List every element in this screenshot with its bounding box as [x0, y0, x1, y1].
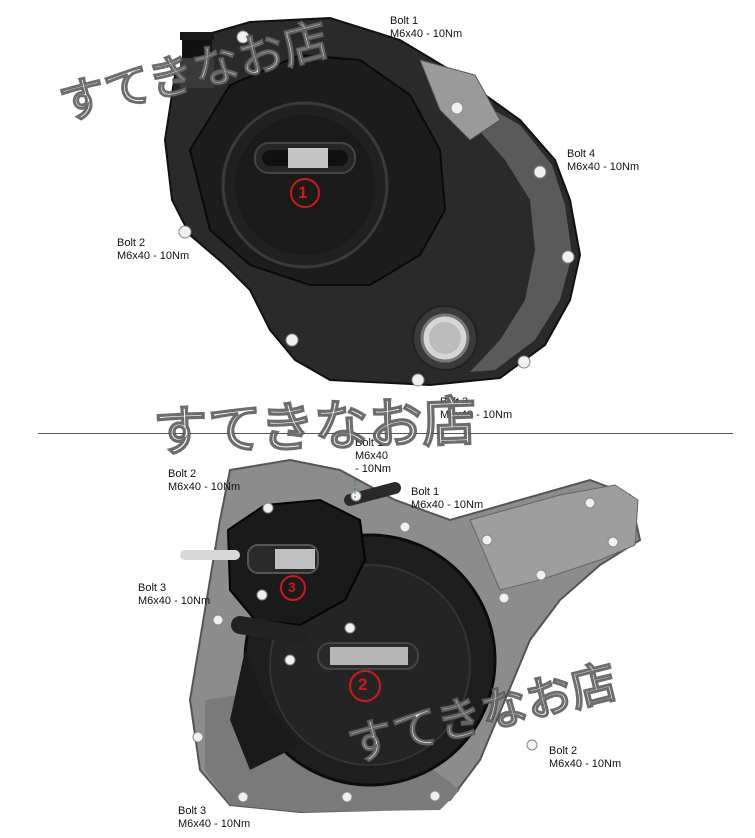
marker-2: 2 [358, 675, 368, 694]
bolt-spec: M6x40 - 10Nm [117, 250, 190, 262]
bolt-name: Bolt 4 [567, 148, 596, 160]
bolt-spec: M6x40 - 10Nm [567, 161, 640, 173]
top-bolt-4-label: Bolt 4 M6x40 - 10Nm [567, 148, 639, 174]
marker-1-ring [290, 178, 320, 208]
bolt-spec: M6x40 [355, 450, 389, 462]
top-bolt-1-label: Bolt 1 M6x40 - 10Nm [390, 15, 462, 41]
marker-3-ring [280, 575, 306, 601]
bolt-name: Bolt 2 [549, 745, 578, 757]
bolt-spec: M6x40 - 10Nm [411, 499, 484, 511]
bottom-bolt-3-lower-label: Bolt 3 M6x40 - 10Nm [178, 805, 250, 831]
top-bolt-2-label: Bolt 2 M6x40 - 10Nm [117, 237, 189, 263]
marker-2-ring [349, 670, 381, 702]
marker-3: 3 [288, 579, 296, 595]
bolt-torque: - 10Nm [355, 463, 392, 475]
bottom-bolt-3-left-label: Bolt 3 M6x40 - 10Nm [138, 582, 210, 608]
bottom-bolt-1-right-label: Bolt 1 M6x40 - 10Nm [411, 486, 483, 512]
bolt-name: Bolt 1 [390, 15, 419, 27]
bolt-spec: M6x40 - 10Nm [168, 481, 241, 493]
bolt-spec: M6x40 - 10Nm [138, 595, 211, 607]
bolt-name: Bolt 1 [411, 486, 440, 498]
bolt-name: Bolt 2 [117, 237, 146, 249]
watermark-middle: すてきなお店 [152, 389, 478, 465]
bolt-name: Bolt 3 [178, 805, 207, 817]
bottom-bolt-2-upper-label: Bolt 2 M6x40 - 10Nm [168, 468, 240, 494]
bottom-bolt-2-lower-label: Bolt 2 M6x40 - 10Nm [549, 745, 621, 771]
bottom-generator-cover [180, 458, 642, 814]
bolt-spec: M6x40 - 10Nm [440, 409, 513, 421]
bolt-name: Bolt 2 [168, 468, 197, 480]
bolt-name: Bolt 3 [138, 582, 167, 594]
bolt-name: Bolt 1 [355, 437, 384, 449]
bolt-name: Bolt 3 [440, 396, 469, 408]
marker-1: 1 [298, 183, 308, 202]
top-bolt-3-label: Bolt 3 M6x40 - 10Nm [440, 396, 512, 422]
bolt-spec: M6x40 - 10Nm [390, 28, 463, 40]
bolt-spec: M6x40 - 10Nm [549, 758, 622, 770]
top-clutch-cover [163, 16, 582, 387]
bottom-bolt-1-top-label: Bolt 1 M6x40 - 10Nm [355, 437, 391, 476]
section-divider [38, 433, 733, 434]
bolt-spec: M6x40 - 10Nm [178, 818, 251, 830]
